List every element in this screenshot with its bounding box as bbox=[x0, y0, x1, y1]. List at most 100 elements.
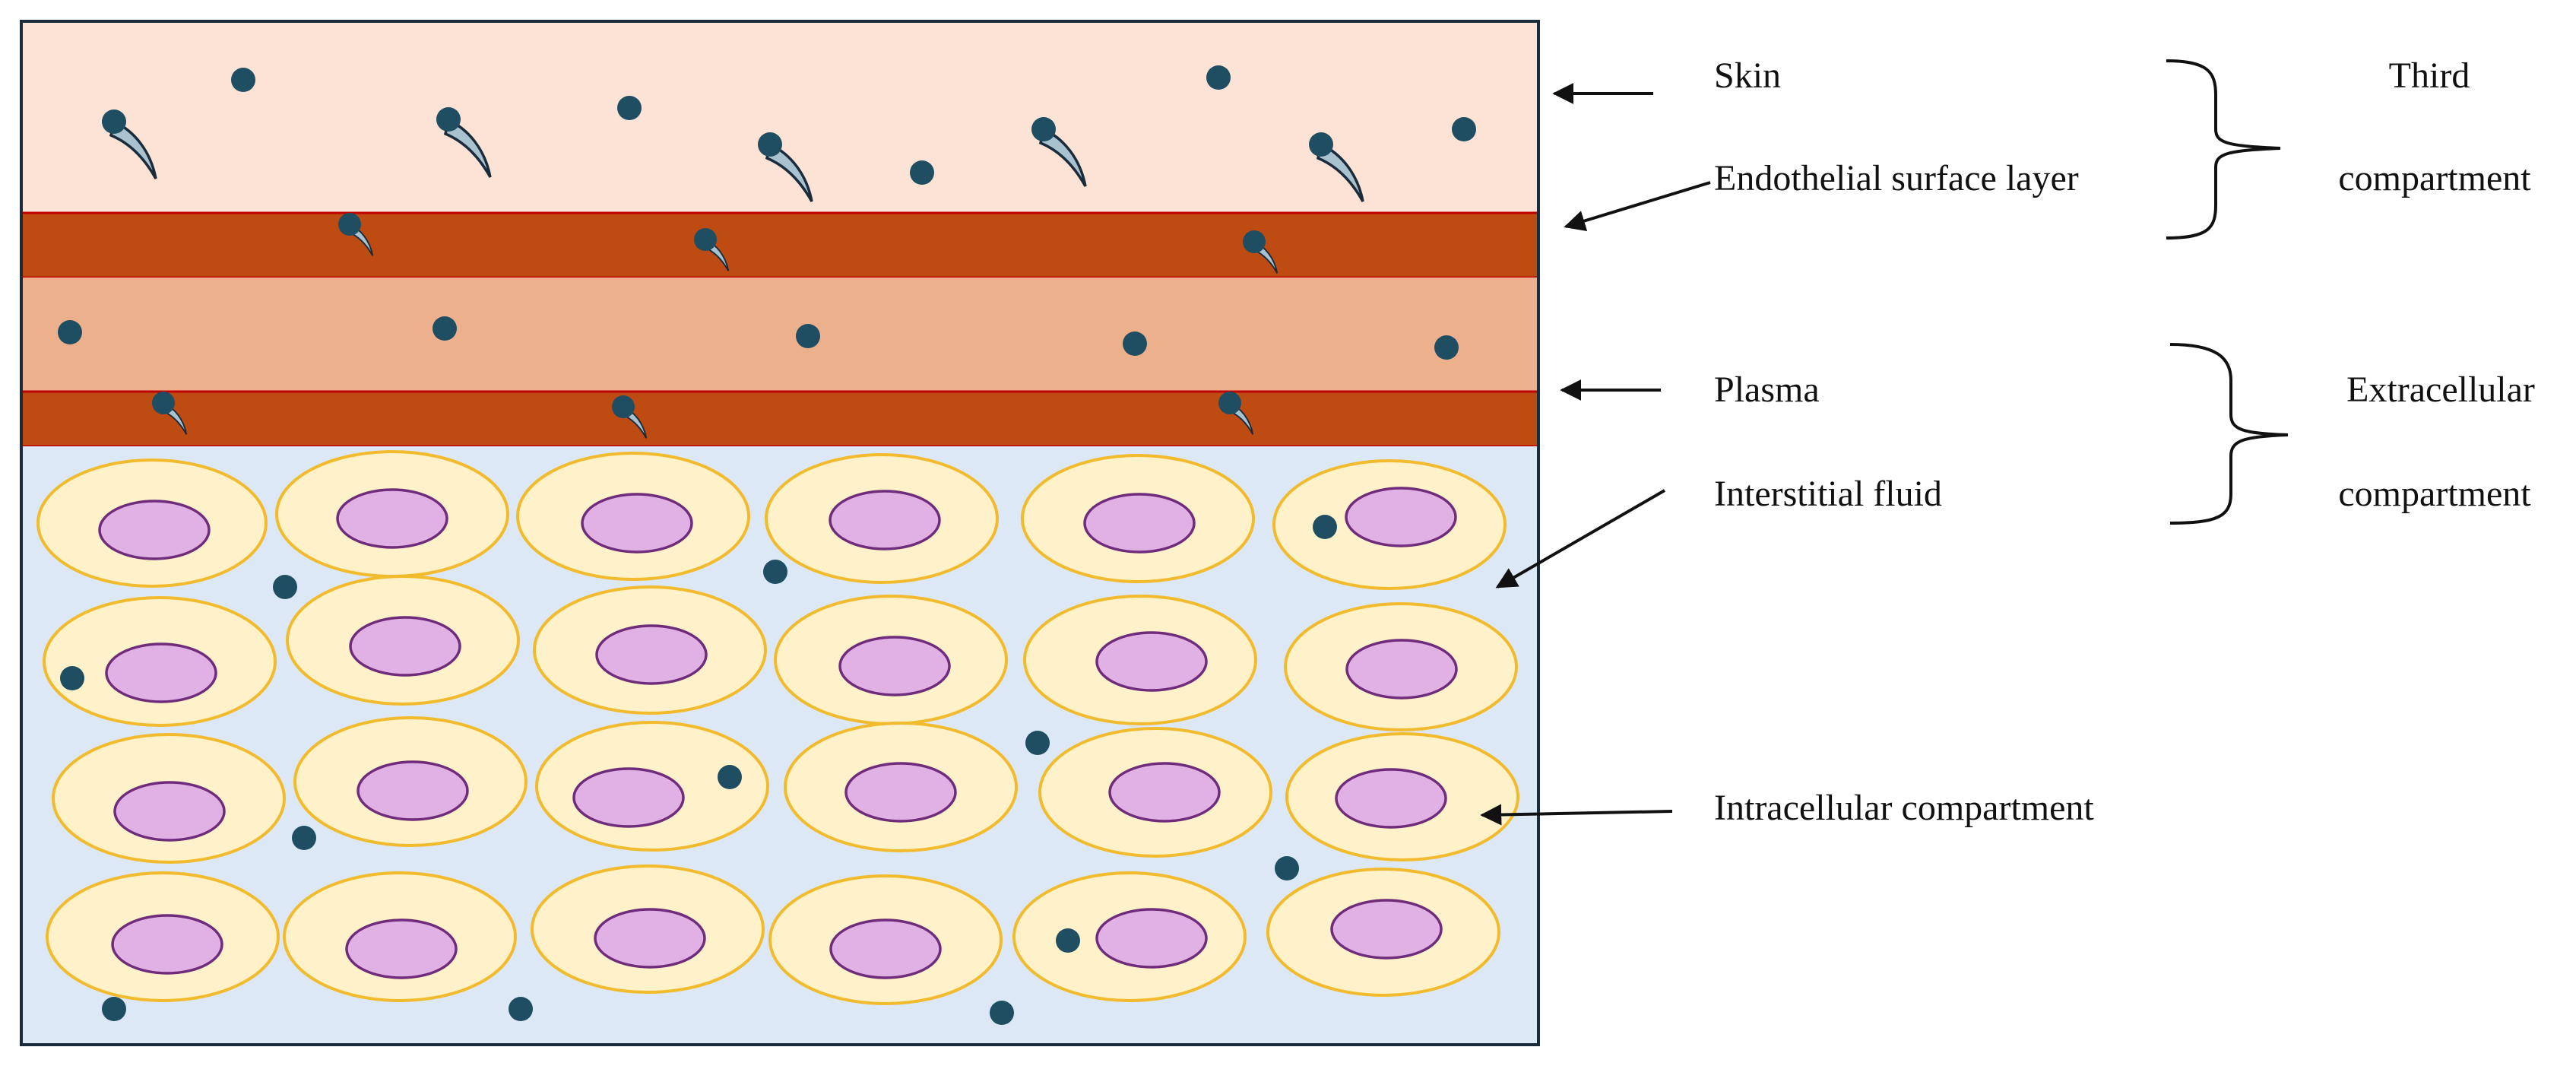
cell bbox=[1038, 727, 1272, 858]
molecule-dot bbox=[1056, 928, 1080, 953]
labels: Skin Endothelial surface layer Plasma In… bbox=[1714, 56, 2535, 828]
molecule-dot bbox=[60, 666, 84, 690]
molecule-dot bbox=[617, 96, 642, 120]
cell bbox=[1272, 459, 1507, 590]
cell-nucleus bbox=[1330, 899, 1443, 960]
cells bbox=[36, 450, 1519, 1005]
molecule-dot bbox=[1123, 332, 1147, 356]
molecule-dot bbox=[102, 997, 126, 1021]
molecule-dot bbox=[58, 320, 82, 344]
cell bbox=[533, 585, 767, 715]
molecule-dot bbox=[1218, 392, 1241, 414]
cell bbox=[765, 453, 999, 584]
cell-nucleus bbox=[98, 500, 211, 560]
cell bbox=[286, 575, 520, 706]
arrow-interstitial-fluid bbox=[1495, 489, 1665, 589]
label-skin: Skin bbox=[1714, 56, 1781, 96]
molecule-dot bbox=[1309, 132, 1333, 157]
molecule-dot bbox=[763, 560, 787, 584]
molecule-dot bbox=[1275, 856, 1299, 880]
molecule-dot bbox=[1452, 117, 1476, 141]
label-third-compartment-line1: Third bbox=[2389, 56, 2470, 96]
cell-nucleus bbox=[1345, 487, 1457, 547]
cell bbox=[43, 596, 277, 727]
molecules bbox=[58, 65, 1476, 1025]
arrow-intracellular-compartment bbox=[1480, 804, 1673, 826]
cell-nucleus bbox=[594, 908, 706, 969]
molecule-dot bbox=[509, 997, 533, 1021]
molecule-dot bbox=[758, 132, 782, 157]
molecule-dot bbox=[102, 109, 126, 134]
molecule-dot bbox=[612, 395, 635, 418]
cell-nucleus bbox=[581, 493, 693, 554]
cell bbox=[52, 733, 286, 864]
molecule-dot bbox=[1206, 65, 1231, 90]
cell bbox=[784, 722, 1018, 852]
molecule-dot bbox=[1031, 117, 1056, 141]
cell-nucleus bbox=[336, 488, 448, 549]
diagram-frame bbox=[20, 20, 1540, 1046]
cell-nucleus bbox=[105, 642, 217, 703]
cell bbox=[46, 871, 280, 1002]
molecule-dot bbox=[436, 107, 461, 132]
cell-nucleus bbox=[111, 914, 223, 975]
cell bbox=[293, 716, 528, 847]
cell-nucleus bbox=[356, 760, 469, 821]
endothelial-band-lower bbox=[20, 390, 1540, 448]
molecule-dot bbox=[152, 392, 175, 414]
cell bbox=[768, 874, 1003, 1005]
cell-nucleus bbox=[829, 490, 941, 550]
molecule-dot bbox=[910, 160, 934, 185]
cell-nucleus bbox=[844, 762, 957, 823]
cell bbox=[535, 721, 769, 852]
skin-layer bbox=[21, 21, 1538, 213]
cell-nucleus bbox=[1095, 631, 1208, 692]
label-plasma: Plasma bbox=[1714, 370, 1820, 410]
molecule-dot bbox=[1434, 335, 1459, 360]
molecule-dot bbox=[718, 765, 742, 789]
molecule-dot bbox=[433, 316, 457, 341]
molecule-dot bbox=[273, 575, 297, 599]
label-intracellular-compartment: Intracellular compartment bbox=[1714, 788, 2094, 828]
molecule-dot bbox=[694, 228, 717, 251]
cell bbox=[36, 458, 268, 588]
brace-third-compartment bbox=[2166, 59, 2281, 240]
cell bbox=[1266, 868, 1500, 997]
cell-nucleus bbox=[1095, 908, 1208, 969]
cell-nucleus bbox=[838, 636, 951, 696]
cell-nucleus bbox=[572, 767, 685, 828]
molecule-dot bbox=[796, 324, 820, 348]
molecule-dot bbox=[1313, 515, 1337, 539]
label-interstitial-fluid: Interstitial fluid bbox=[1714, 474, 1942, 514]
molecule-dot bbox=[1243, 230, 1266, 253]
braces bbox=[2166, 59, 2289, 525]
cell-nucleus bbox=[1108, 762, 1221, 823]
molecule-dot bbox=[338, 213, 361, 236]
cell bbox=[774, 595, 1008, 725]
cell bbox=[1285, 732, 1519, 861]
cell-nucleus bbox=[829, 918, 942, 979]
cell-nucleus bbox=[349, 616, 461, 677]
cell bbox=[275, 450, 509, 578]
cell-nucleus bbox=[1083, 493, 1196, 554]
cell bbox=[516, 452, 750, 581]
cell bbox=[531, 865, 765, 994]
molecule-dot bbox=[990, 1001, 1014, 1025]
endothelial-band-upper bbox=[20, 211, 1540, 279]
cell-nucleus bbox=[113, 781, 226, 842]
cell-nucleus bbox=[345, 918, 458, 979]
cell bbox=[1021, 454, 1255, 583]
cell bbox=[1012, 871, 1247, 1002]
cell-nucleus bbox=[595, 624, 708, 685]
label-extracellular-compartment-line1: Extracellular bbox=[2346, 370, 2535, 410]
cell bbox=[1023, 595, 1257, 725]
molecule-dot bbox=[231, 68, 255, 92]
label-extracellular-compartment-line2: compartment bbox=[2338, 474, 2531, 514]
plasma-layer bbox=[21, 278, 1538, 392]
arrow-endothelial-surface-layer bbox=[1564, 181, 1711, 232]
cell bbox=[1284, 602, 1518, 731]
molecule-dot bbox=[1025, 731, 1050, 755]
label-endothelial-surface-layer: Endothelial surface layer bbox=[1714, 158, 2079, 198]
label-third-compartment-line2: compartment bbox=[2338, 158, 2531, 198]
